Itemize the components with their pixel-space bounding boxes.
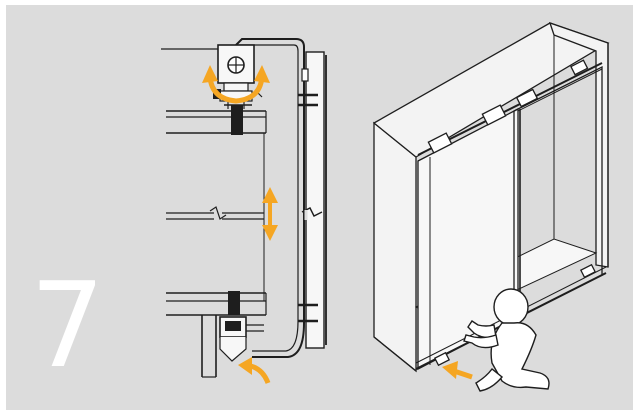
bottom-guide [433, 351, 451, 367]
person-figure [463, 288, 550, 392]
assembly-drawing [161, 21, 610, 392]
door-hanger-profile [235, 38, 305, 358]
lower-guide [219, 316, 264, 362]
cabinet-side-panel [373, 121, 417, 373]
wardrobe-cabinet [372, 21, 610, 373]
hanger-fitting [481, 104, 507, 126]
step-number: 7 [30, 256, 106, 394]
top-panel-section [166, 104, 267, 135]
vertical-double-arrow-icon [262, 187, 278, 241]
bottom-panel-section [166, 291, 267, 378]
section-detail [161, 38, 327, 378]
straight-push-arrow-icon [442, 361, 473, 380]
hanger-fitting [427, 132, 453, 154]
hanger-fitting [570, 59, 589, 76]
door-panel-section [298, 51, 327, 349]
curved-push-arrow-icon [238, 357, 271, 384]
bottom-guide [579, 263, 597, 279]
instruction-panel: 7 [6, 5, 633, 410]
hanger-fitting [515, 88, 539, 108]
break-line [166, 206, 264, 220]
curved-double-arrow-icon [202, 65, 270, 104]
